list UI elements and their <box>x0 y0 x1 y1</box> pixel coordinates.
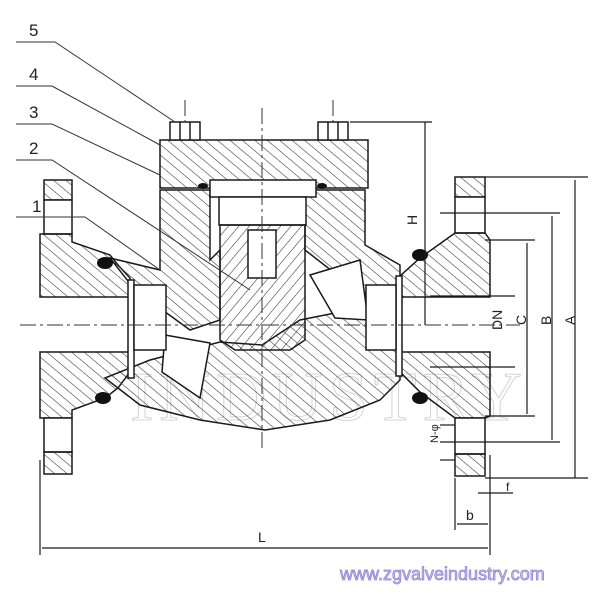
right-flange <box>399 176 491 477</box>
left-flange <box>39 179 131 475</box>
callout-2: 2 <box>29 139 38 158</box>
dim-b: b <box>466 507 474 523</box>
dim-N-holes: N-φ <box>429 424 441 443</box>
weld-marks <box>95 183 428 404</box>
dim-A: A <box>562 315 578 325</box>
dim-B: B <box>538 316 554 325</box>
callout-3: 3 <box>29 103 38 122</box>
dim-H: H <box>404 215 420 225</box>
callout-leaders <box>16 41 251 291</box>
dim-L: L <box>258 529 266 545</box>
callout-1: 1 <box>32 197 41 216</box>
center-lines <box>20 100 520 448</box>
valve-body <box>103 189 401 431</box>
seat-rings <box>127 275 403 379</box>
callout-5: 5 <box>29 21 38 40</box>
dim-DN: DN <box>489 310 505 330</box>
callout-4: 4 <box>29 65 38 84</box>
dim-f: f <box>506 480 510 494</box>
dim-C: C <box>513 315 529 325</box>
website-watermark: www.zgvalveindustry.com <box>339 564 545 584</box>
dimension-lines <box>39 121 588 555</box>
